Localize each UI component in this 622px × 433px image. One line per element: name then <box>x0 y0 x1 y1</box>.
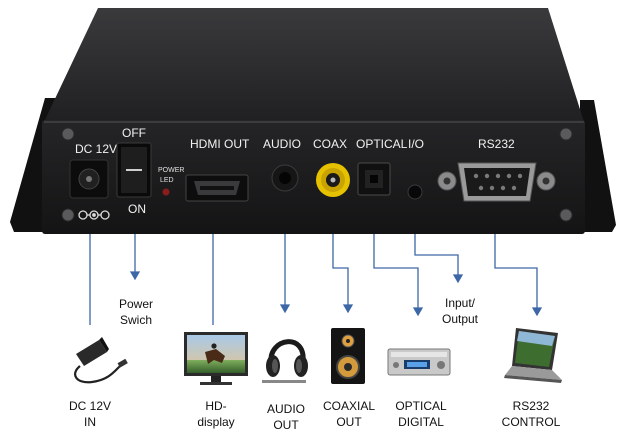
callout-io <box>414 234 459 275</box>
audio-out-label: AUDIO OUT <box>266 402 305 432</box>
input-output-annotation: Input/ Output <box>441 296 479 326</box>
screw <box>559 127 573 141</box>
dc-label: DC 12V <box>75 142 117 156</box>
on-label: ON <box>128 202 146 216</box>
case-front-panel <box>42 120 585 234</box>
optical-digital-label: OPTICAL DIGITAL <box>395 399 447 429</box>
rs232-port <box>437 162 556 202</box>
laptop-icon <box>504 328 562 383</box>
headphones-icon <box>262 339 308 383</box>
optical-receiver-icon <box>387 348 451 376</box>
screw <box>61 208 75 222</box>
case-top <box>44 8 584 122</box>
mounting-flange-right <box>580 100 616 232</box>
coaxial-out-label: COAXIAL OUT <box>322 399 376 429</box>
callout-lines <box>89 234 543 325</box>
power-led-label: POWER <box>158 167 184 174</box>
screw <box>61 127 75 141</box>
coax-label: COAX <box>313 137 347 151</box>
screw <box>559 208 573 222</box>
io-label: I/O <box>408 137 424 151</box>
audio-jack <box>271 164 299 192</box>
io-jack <box>407 184 423 200</box>
callout-rs232 <box>494 234 538 308</box>
hd-display-icon <box>184 332 248 385</box>
hdmi-port <box>185 174 249 202</box>
coax-jack <box>316 163 350 197</box>
hd-display-label: HD- display <box>197 399 235 429</box>
speaker-icon <box>331 328 365 384</box>
power-led-label-2: LED <box>160 177 174 184</box>
off-label: OFF <box>122 126 146 140</box>
callout-coax <box>332 234 349 305</box>
power-switch-annotation: Power Swich <box>118 297 153 327</box>
power-switch <box>116 142 152 198</box>
dc-jack <box>69 159 109 199</box>
callout-optical <box>373 234 419 308</box>
polarity-icon <box>78 210 110 220</box>
rs232-control-label: RS232 CONTROL <box>501 399 561 429</box>
power-led <box>162 188 170 196</box>
dc-in-label: DC 12V IN <box>68 399 112 429</box>
screws <box>61 127 573 222</box>
audio-label: AUDIO <box>263 137 301 151</box>
rs232-label: RS232 <box>478 137 515 151</box>
optical-label: OPTICAL <box>356 137 408 151</box>
power-adapter-icon <box>74 337 128 384</box>
optical-port <box>357 162 391 196</box>
hdmi-label: HDMI OUT <box>190 137 250 151</box>
